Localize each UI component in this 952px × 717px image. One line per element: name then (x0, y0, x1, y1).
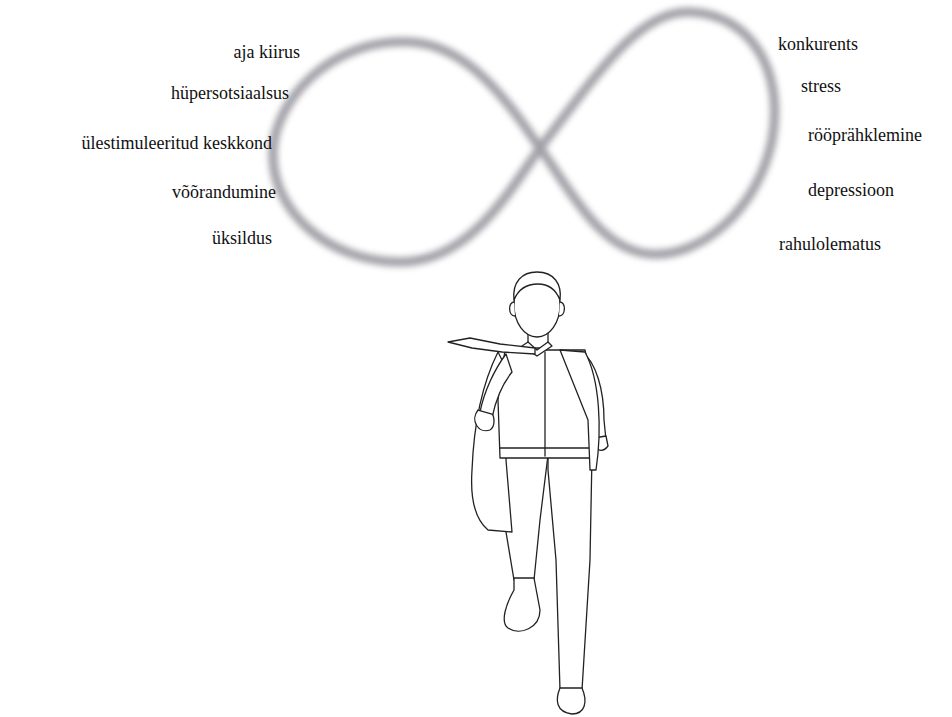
concept-label: üksildus (212, 227, 272, 249)
concept-label: konkurents (778, 33, 858, 55)
concept-label: ülestimuleeritud keskkond (82, 132, 272, 154)
concept-label: depressioon (808, 179, 894, 201)
concept-label: stress (801, 75, 841, 97)
concept-label: rahulolematus (779, 233, 881, 255)
concept-label: võõrandumine (172, 181, 276, 203)
concept-label: hüpersotsiaalsus (171, 82, 289, 104)
running-man (448, 272, 608, 714)
concept-label: rööprähklemine (808, 124, 922, 146)
infinity-loop (273, 12, 775, 262)
concept-label: aja kiirus (234, 41, 300, 63)
